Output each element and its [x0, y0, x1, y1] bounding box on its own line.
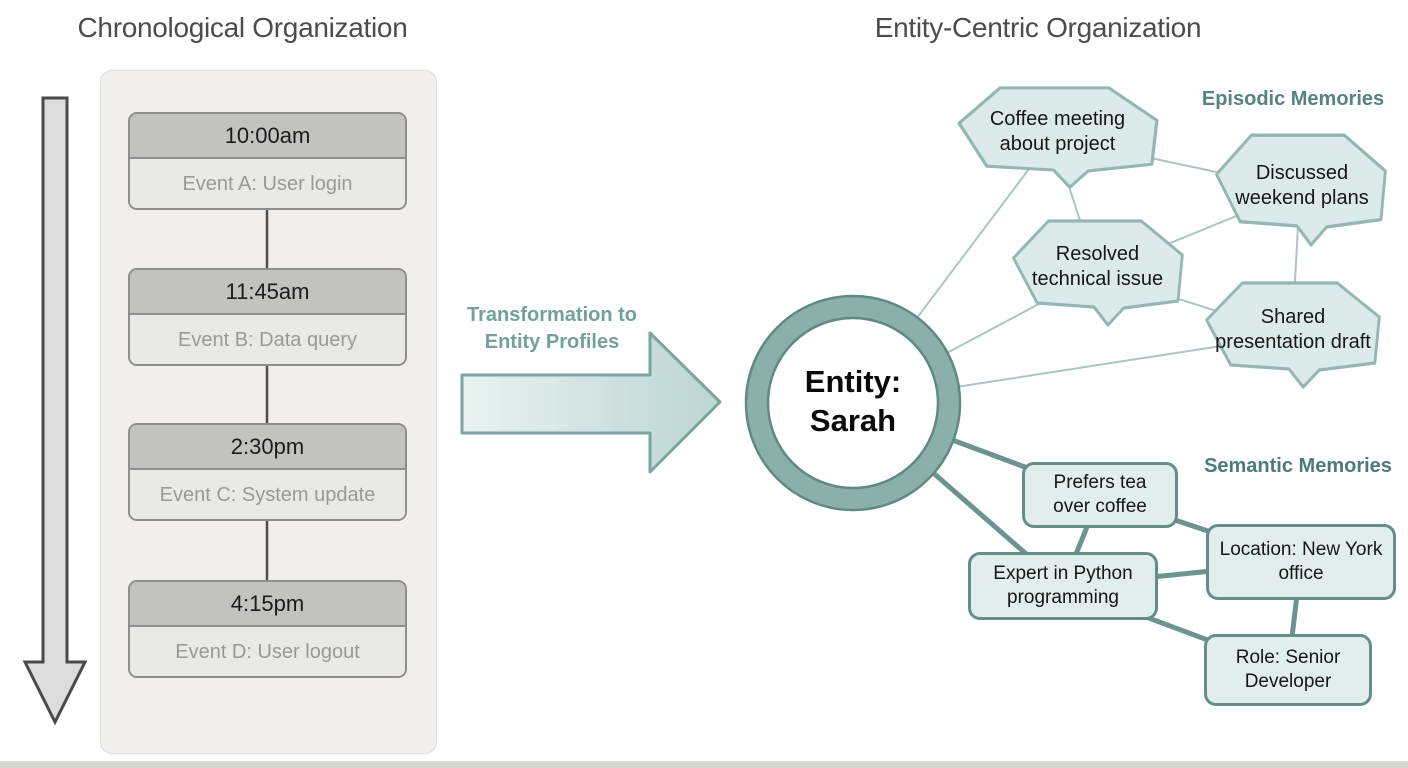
event-time: 10:00am [130, 114, 405, 159]
event-card-2: 11:45am Event B: Data query [128, 268, 407, 366]
episodic-node-weekend-plans: Discussed weekend plans [1235, 162, 1369, 209]
timeline-down-arrow-icon [22, 96, 88, 726]
entity-ring-inner [766, 316, 940, 490]
event-label: Event C: System update [130, 470, 405, 519]
entity-label-line2: Sarah [809, 402, 897, 438]
event-time: 11:45am [130, 270, 405, 315]
semantic-node-prefers-tea: Prefers tea over coffee [1022, 462, 1178, 528]
transformation-label-line2: Entity Profiles [484, 331, 620, 353]
transformation-label-line1: Transformation to [466, 304, 637, 326]
semantic-node-location: Location: New York office [1206, 524, 1396, 600]
right-section-title: Entity-Centric Organization [874, 12, 1202, 43]
transformation-label: Transformation to Entity Profiles [452, 302, 652, 356]
bottom-edge-strip [0, 761, 1408, 768]
episodic-node-technical-issue: Resolved technical issue [1031, 243, 1164, 290]
semantic-node-python-expert: Expert in Python programming [968, 552, 1158, 620]
entity-node-label: Entity: Sarah [773, 363, 933, 441]
event-card-3: 2:30pm Event C: System update [128, 423, 407, 521]
episodic-memories-label: Episodic Memories [1201, 88, 1385, 110]
episodic-node-presentation-draft: Shared presentation draft [1215, 306, 1371, 353]
event-time: 2:30pm [130, 425, 405, 470]
entity-label-line1: Entity: [804, 364, 902, 399]
semantic-memories-label: Semantic Memories [1204, 455, 1392, 477]
event-label: Event B: Data query [130, 315, 405, 364]
event-label: Event D: User logout [130, 627, 405, 676]
transformation-arrow-icon [460, 331, 722, 474]
episodic-node-coffee-meeting: Coffee meeting about project [989, 108, 1126, 155]
event-label: Event A: User login [130, 159, 405, 208]
event-card-1: 10:00am Event A: User login [128, 112, 407, 210]
semantic-node-role: Role: Senior Developer [1204, 634, 1372, 706]
event-card-4: 4:15pm Event D: User logout [128, 580, 407, 678]
event-time: 4:15pm [130, 582, 405, 627]
left-section-title: Chronological Organization [77, 12, 408, 43]
